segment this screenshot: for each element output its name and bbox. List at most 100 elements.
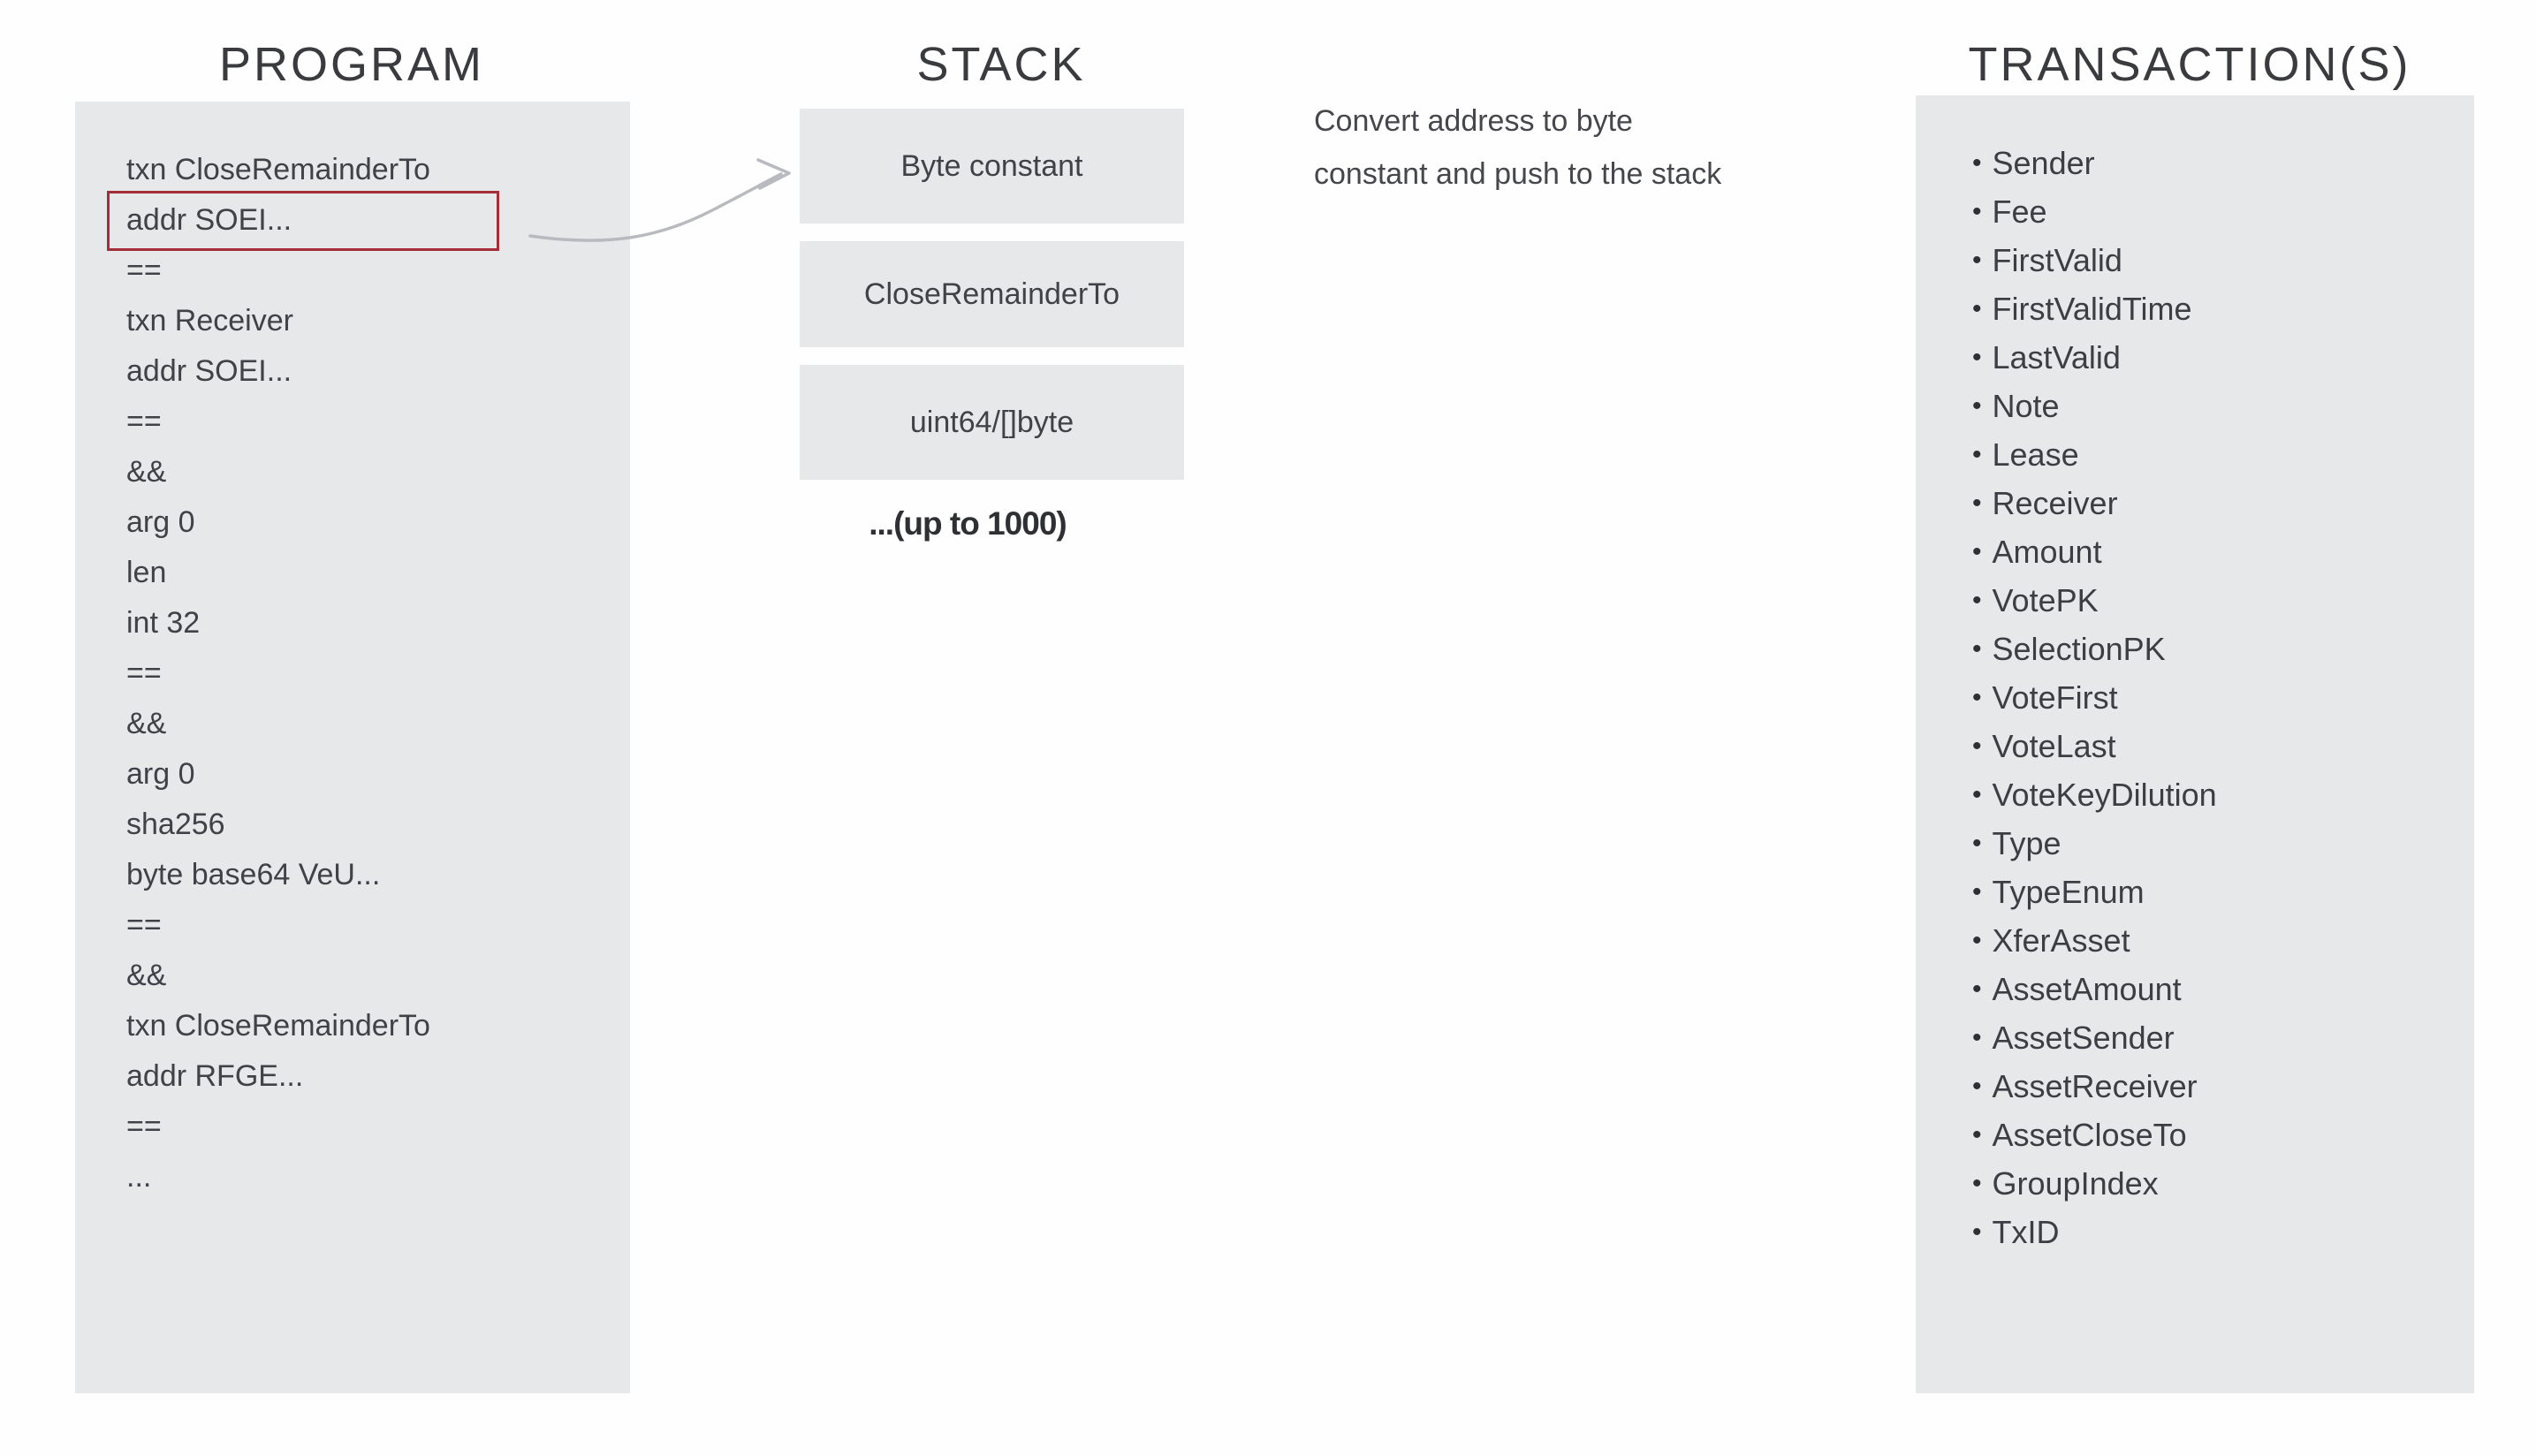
bullet-icon: •	[1972, 488, 1982, 518]
transaction-field-label: AssetReceiver	[1992, 1067, 2198, 1104]
opcode-text: &&	[126, 959, 167, 992]
transaction-field-label: LastValid	[1992, 338, 2121, 375]
transaction-field-label: VotePK	[1992, 581, 2099, 618]
opcode-text: arg 0	[126, 757, 195, 791]
opcode-text: addr RFGE...	[126, 1059, 304, 1093]
stack-slot-byte-constant: Byte constant	[800, 109, 1184, 224]
bullet-icon: •	[1972, 536, 1982, 566]
opcode-text: txn Receiver	[126, 304, 293, 337]
highlighted-program-line: addr SOEI...	[107, 190, 630, 251]
bullet-icon: •	[1972, 682, 1982, 712]
program-line: &&	[126, 951, 630, 1001]
transaction-field-label: Fee	[1992, 193, 2047, 230]
program-line: ==	[126, 900, 630, 951]
bullet-icon: •	[1972, 1071, 1982, 1101]
bullet-icon: •	[1972, 1217, 1982, 1247]
program-line: arg 0	[126, 497, 630, 548]
opcode-text: &&	[126, 455, 167, 489]
opcode-text: ==	[126, 254, 162, 287]
program-panel: txn CloseRemainderTo addr SOEI... == txn…	[75, 102, 630, 1393]
program-line: &&	[126, 447, 630, 497]
bullet-icon: •	[1972, 925, 1982, 955]
program-line: txn CloseRemainderTo	[126, 1001, 630, 1051]
opcode-text: txn CloseRemainderTo	[126, 1009, 430, 1043]
transaction-field-label: AssetCloseTo	[1992, 1116, 2187, 1153]
program-line: txn Receiver	[126, 296, 630, 346]
transaction-field: •TypeEnum	[1972, 868, 2474, 916]
stack-slot-closeremainderto: CloseRemainderTo	[800, 241, 1184, 347]
transaction-field: •Lease	[1972, 430, 2474, 479]
annotation-line-1: Convert address to byte	[1314, 104, 1633, 138]
transaction-field-label: TxID	[1992, 1213, 2060, 1250]
transaction-field: •Sender	[1972, 139, 2474, 187]
transaction-field-label: Sender	[1992, 144, 2095, 181]
transaction-field-label: FirstValid	[1992, 241, 2122, 278]
arrow-annotation: Convert address to byte constant and pus…	[1314, 95, 1721, 201]
program-line: int 32	[126, 598, 630, 648]
bullet-icon: •	[1972, 1022, 1982, 1052]
bullet-icon: •	[1972, 1119, 1982, 1149]
opcode-text: arg 0	[126, 505, 195, 539]
opcode-text: ==	[126, 908, 162, 942]
transaction-field: • SelectionPK	[1972, 625, 2474, 673]
program-line: txn CloseRemainderTo	[126, 145, 630, 195]
transaction-field-label: Note	[1992, 387, 2060, 424]
transaction-field-label: GroupIndex	[1992, 1164, 2159, 1202]
transaction-field-label: VoteFirst	[1992, 679, 2118, 716]
program-line: ==	[126, 1102, 630, 1152]
program-line: len	[126, 548, 630, 598]
highlight-box: addr SOEI...	[107, 190, 499, 251]
program-line: addr SOEI...	[126, 346, 630, 397]
program-line: &&	[126, 699, 630, 749]
transaction-field: • TxID	[1972, 1208, 2474, 1256]
opcode-text: ==	[126, 656, 162, 690]
opcode-text: ==	[126, 1110, 162, 1143]
program-line: ==	[126, 397, 630, 447]
opcode-text: sha256	[126, 808, 225, 841]
transaction-field: •Fee	[1972, 187, 2474, 236]
opcode-text: txn CloseRemainderTo	[126, 153, 430, 186]
opcode-text: addr SOEI...	[126, 354, 292, 388]
bullet-icon: •	[1972, 779, 1982, 809]
program-line: addr RFGE...	[126, 1051, 630, 1102]
opcode-text: ...	[126, 1160, 152, 1194]
transaction-field: •FirstValidTime	[1972, 284, 2474, 333]
bullet-icon: •	[1972, 1168, 1982, 1198]
annotation-line-2: constant and push to the stack	[1314, 157, 1722, 191]
bullet-icon: •	[1972, 633, 1982, 664]
transaction-field: • AssetCloseTo	[1972, 1111, 2474, 1159]
stack-capacity-note: ...(up to 1000)	[869, 505, 1067, 542]
transaction-field-label: VoteLast	[1992, 727, 2116, 764]
stack-slot-label: Byte constant	[900, 148, 1083, 183]
transaction-field: • AssetAmount	[1972, 965, 2474, 1013]
program-line: ==	[126, 246, 630, 296]
transaction-field: •Type	[1972, 819, 2474, 868]
transaction-field: • FirstValid	[1972, 236, 2474, 284]
transaction-field-label: AssetSender	[1992, 1019, 2175, 1056]
transaction-field: •LastValid	[1972, 333, 2474, 382]
transaction-field-label: SelectionPK	[1992, 630, 2166, 667]
transaction-field-label: AssetAmount	[1992, 970, 2182, 1007]
transaction-field: • VoteLast	[1972, 722, 2474, 770]
opcode-text: len	[126, 556, 167, 589]
arrow-head-icon	[756, 158, 791, 190]
transaction-field: • VoteKeyDilution	[1972, 770, 2474, 819]
transaction-field: • VoteFirst	[1972, 673, 2474, 722]
bullet-icon: •	[1972, 974, 1982, 1004]
transaction-field-label: VoteKeyDilution	[1992, 776, 2217, 813]
program-line: ==	[126, 648, 630, 699]
opcode-text: ==	[126, 405, 162, 438]
transactions-column-title: TRANSACTION(S)	[1968, 38, 2411, 91]
bullet-icon: •	[1972, 731, 1982, 761]
transaction-field-label: XferAsset	[1992, 921, 2130, 959]
transaction-field: •Amount	[1972, 527, 2474, 576]
transaction-field-label: Type	[1992, 824, 2061, 861]
bullet-icon: •	[1972, 585, 1982, 615]
opcode-text: byte base64 VeU...	[126, 858, 381, 891]
bullet-icon: •	[1972, 245, 1982, 275]
opcode-text: int 32	[126, 606, 201, 640]
stack-slot-uint64-byte: uint64/[]byte	[800, 365, 1184, 480]
stack-slot-label: uint64/[]byte	[909, 405, 1074, 439]
stack-slot-label: CloseRemainderTo	[863, 277, 1120, 311]
